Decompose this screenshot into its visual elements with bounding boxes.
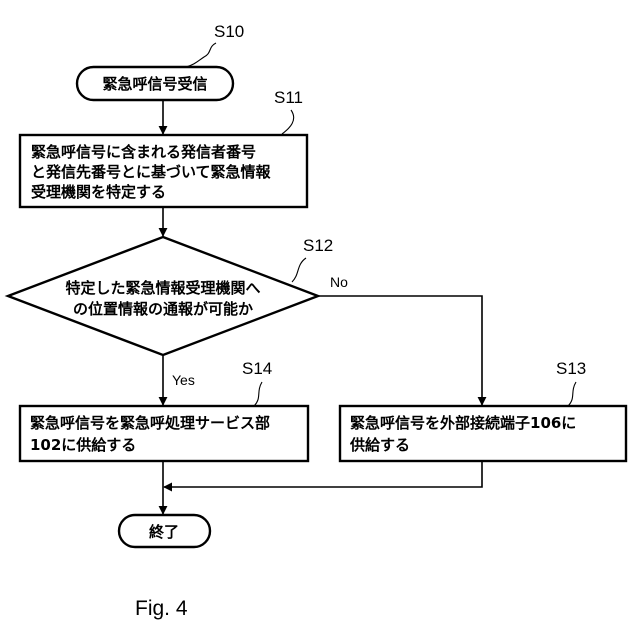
arrow-decision-no <box>318 296 482 405</box>
leader-s11 <box>282 110 294 134</box>
decision-line-1: 特定した緊急情報受理機関へ <box>65 279 260 297</box>
branch-label-yes: Yes <box>172 372 195 388</box>
figure-caption: Fig. 4 <box>135 597 188 620</box>
step-label-s14: S14 <box>242 359 272 378</box>
supply-external-line-2: 供給する <box>349 436 410 454</box>
leader-s13 <box>568 382 576 406</box>
identify-line-2: と発信先番号とに基づいて緊急情報 <box>31 163 272 181</box>
decision-line-2: の位置情報の通報が可能か <box>73 300 253 318</box>
supply-service-line-2: 102に供給する <box>30 436 136 454</box>
step-label-s10: S10 <box>214 22 244 41</box>
leader-s10 <box>186 43 216 67</box>
leader-s14 <box>254 382 262 406</box>
supply-external-line-1: 緊急呼信号を外部接続端子106に <box>350 414 576 432</box>
supply-service-line-1: 緊急呼信号を緊急呼処理サービス部 <box>30 414 270 432</box>
branch-label-no: No <box>330 274 348 290</box>
arrow-external-merge <box>164 462 482 487</box>
end-label: 終了 <box>149 523 179 541</box>
step-label-s13: S13 <box>556 359 586 378</box>
leader-s12 <box>292 258 306 282</box>
step-label-s12: S12 <box>303 236 333 255</box>
start-label: 緊急呼信号受信 <box>102 75 207 93</box>
identify-line-1: 緊急呼信号に含まれる発信者番号 <box>31 143 256 161</box>
identify-line-3: 受理機関を特定する <box>31 183 166 201</box>
step-label-s11: S11 <box>274 88 303 107</box>
